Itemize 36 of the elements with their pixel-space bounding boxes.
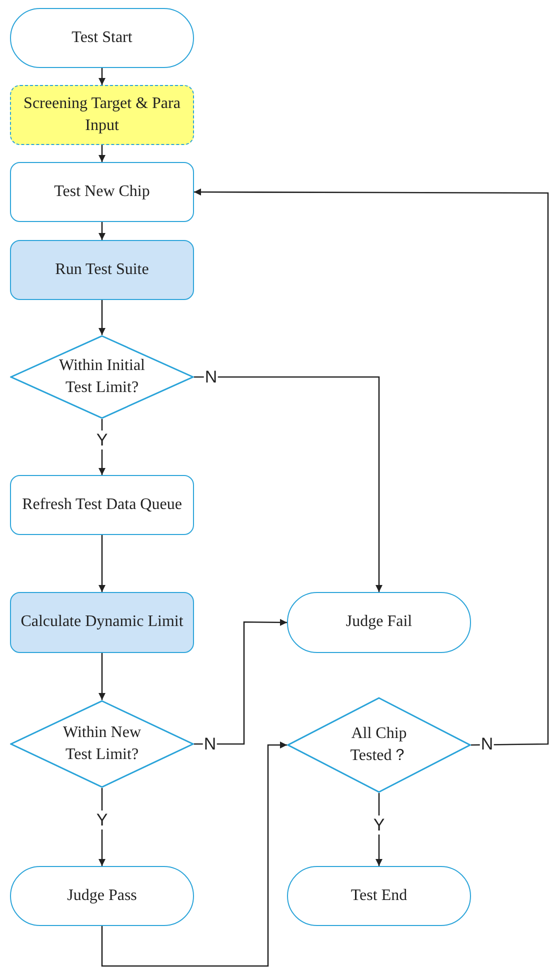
arrow <box>101 742 287 967</box>
process-box <box>10 162 194 222</box>
node-label: Judge Pass <box>66 886 138 906</box>
process-box <box>10 240 194 300</box>
arrow <box>98 222 106 240</box>
arrow <box>98 145 106 162</box>
edge-label: Y <box>372 816 386 834</box>
node-label: Test Start <box>70 28 134 48</box>
edge-label: Y <box>95 810 109 830</box>
node-label: Within New Test Limit? <box>62 722 142 765</box>
node-label: Screening Target & Para Input <box>22 94 182 136</box>
decision-diamond <box>10 700 194 788</box>
node-label: Test End <box>350 886 408 906</box>
node-label: All Chip Tested？ <box>349 724 409 766</box>
arrow <box>98 653 106 700</box>
process-box <box>10 592 194 653</box>
node-label: Judge Fail <box>344 612 414 632</box>
arrow <box>98 68 106 85</box>
node-label: Within Initial Test Limit? <box>58 356 146 398</box>
decision-diamond <box>10 335 194 419</box>
decision-diamond <box>287 697 471 793</box>
arrow <box>194 376 382 592</box>
arrow <box>98 535 106 592</box>
arrow <box>98 788 106 866</box>
node-label: Refresh Test Data Queue <box>21 494 183 515</box>
process-box <box>10 85 194 145</box>
node-label: Calculate Dynamic Limit <box>20 612 184 632</box>
node-label: Test New Chip <box>53 182 151 202</box>
process-box <box>10 475 194 535</box>
node-label: Run Test Suite <box>54 260 150 280</box>
edge-label: Y <box>95 430 109 450</box>
arrow <box>98 300 106 335</box>
arrow <box>376 793 382 866</box>
arrow <box>194 188 549 746</box>
arrow <box>194 618 287 745</box>
arrow <box>98 419 106 475</box>
